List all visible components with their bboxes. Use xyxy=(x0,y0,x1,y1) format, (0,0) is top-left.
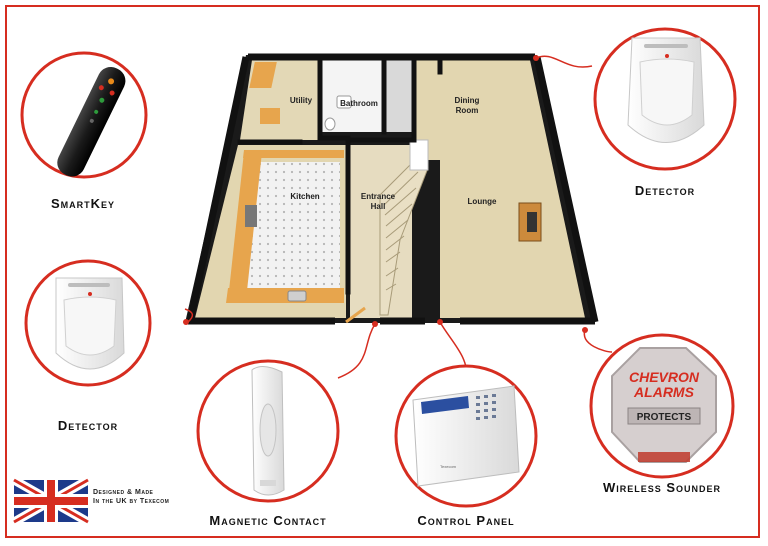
pir-detector-icon-right xyxy=(627,37,705,143)
room-label-dining-2: Room xyxy=(456,106,479,115)
caption-control-panel: Control Panel xyxy=(417,513,515,528)
utility-counter xyxy=(260,108,280,124)
union-flag-icon xyxy=(11,476,91,526)
connector-dots xyxy=(183,55,588,333)
diagram-frame xyxy=(5,5,760,538)
caption-detector-right: Detector xyxy=(634,183,696,198)
toilet xyxy=(324,117,336,131)
caption-magnetic-contact: Magnetic Contact xyxy=(209,513,327,528)
bath-sink xyxy=(336,95,352,109)
kitchen-counter-bottom xyxy=(226,288,344,303)
caption-detector-left: Detector xyxy=(57,418,119,433)
smartkey-remote-icon xyxy=(57,66,126,177)
room-label-entrance-2: Hall xyxy=(371,202,386,211)
hob xyxy=(245,205,257,227)
floor-plan: Utility Bathroom Dining Room Kitchen Ent… xyxy=(185,53,599,325)
credit-line-2: In the UK by Texecom xyxy=(93,498,170,505)
connector-magnetic-contact xyxy=(337,323,376,379)
kitchen-counter-top xyxy=(243,150,344,158)
control-panel-icon: Texecom xyxy=(412,385,520,487)
room-label-bathroom: Bathroom xyxy=(340,99,378,108)
sounder-logo-line1: CHEVRON xyxy=(629,369,700,385)
lounge-floor xyxy=(416,60,585,318)
staircase xyxy=(379,139,429,316)
kitchen-sink xyxy=(287,290,307,302)
connector-detector-right xyxy=(535,55,593,68)
bathroom-floor xyxy=(322,60,384,132)
fireplace-grate xyxy=(527,212,537,232)
room-label-lounge: Lounge xyxy=(468,197,497,206)
caption-smartkey: SmartKey xyxy=(50,196,116,211)
room-label-kitchen: Kitchen xyxy=(290,192,319,201)
kitchen-tile-floor xyxy=(244,162,340,288)
outer-walls xyxy=(186,53,599,323)
interior-walls xyxy=(237,55,443,295)
pir-detector-icon-left xyxy=(55,277,125,370)
room-label-dining-1: Dining xyxy=(455,96,480,105)
credit-line-1: Designed & Made xyxy=(93,489,154,496)
panel-brand: Texecom xyxy=(440,464,457,469)
magnetic-contact-icon xyxy=(251,366,285,496)
sounder-badge: PROTECTS xyxy=(637,412,692,423)
sounder-logo-line2: ALARMS xyxy=(633,384,695,400)
utility-door xyxy=(249,62,277,88)
room-label-entrance-1: Entrance xyxy=(361,192,396,201)
credit-text: Designed & Made In the UK by Texecom xyxy=(93,488,169,506)
room-label-utility: Utility xyxy=(290,96,313,105)
front-door xyxy=(345,306,366,324)
shower-floor xyxy=(386,60,412,132)
wireless-sounder-icon: CHEVRON ALARMS PROTECTS xyxy=(611,347,717,463)
connector-wireless-sounder xyxy=(583,329,613,353)
caption-wireless-sounder: Wireless Sounder xyxy=(602,480,722,495)
